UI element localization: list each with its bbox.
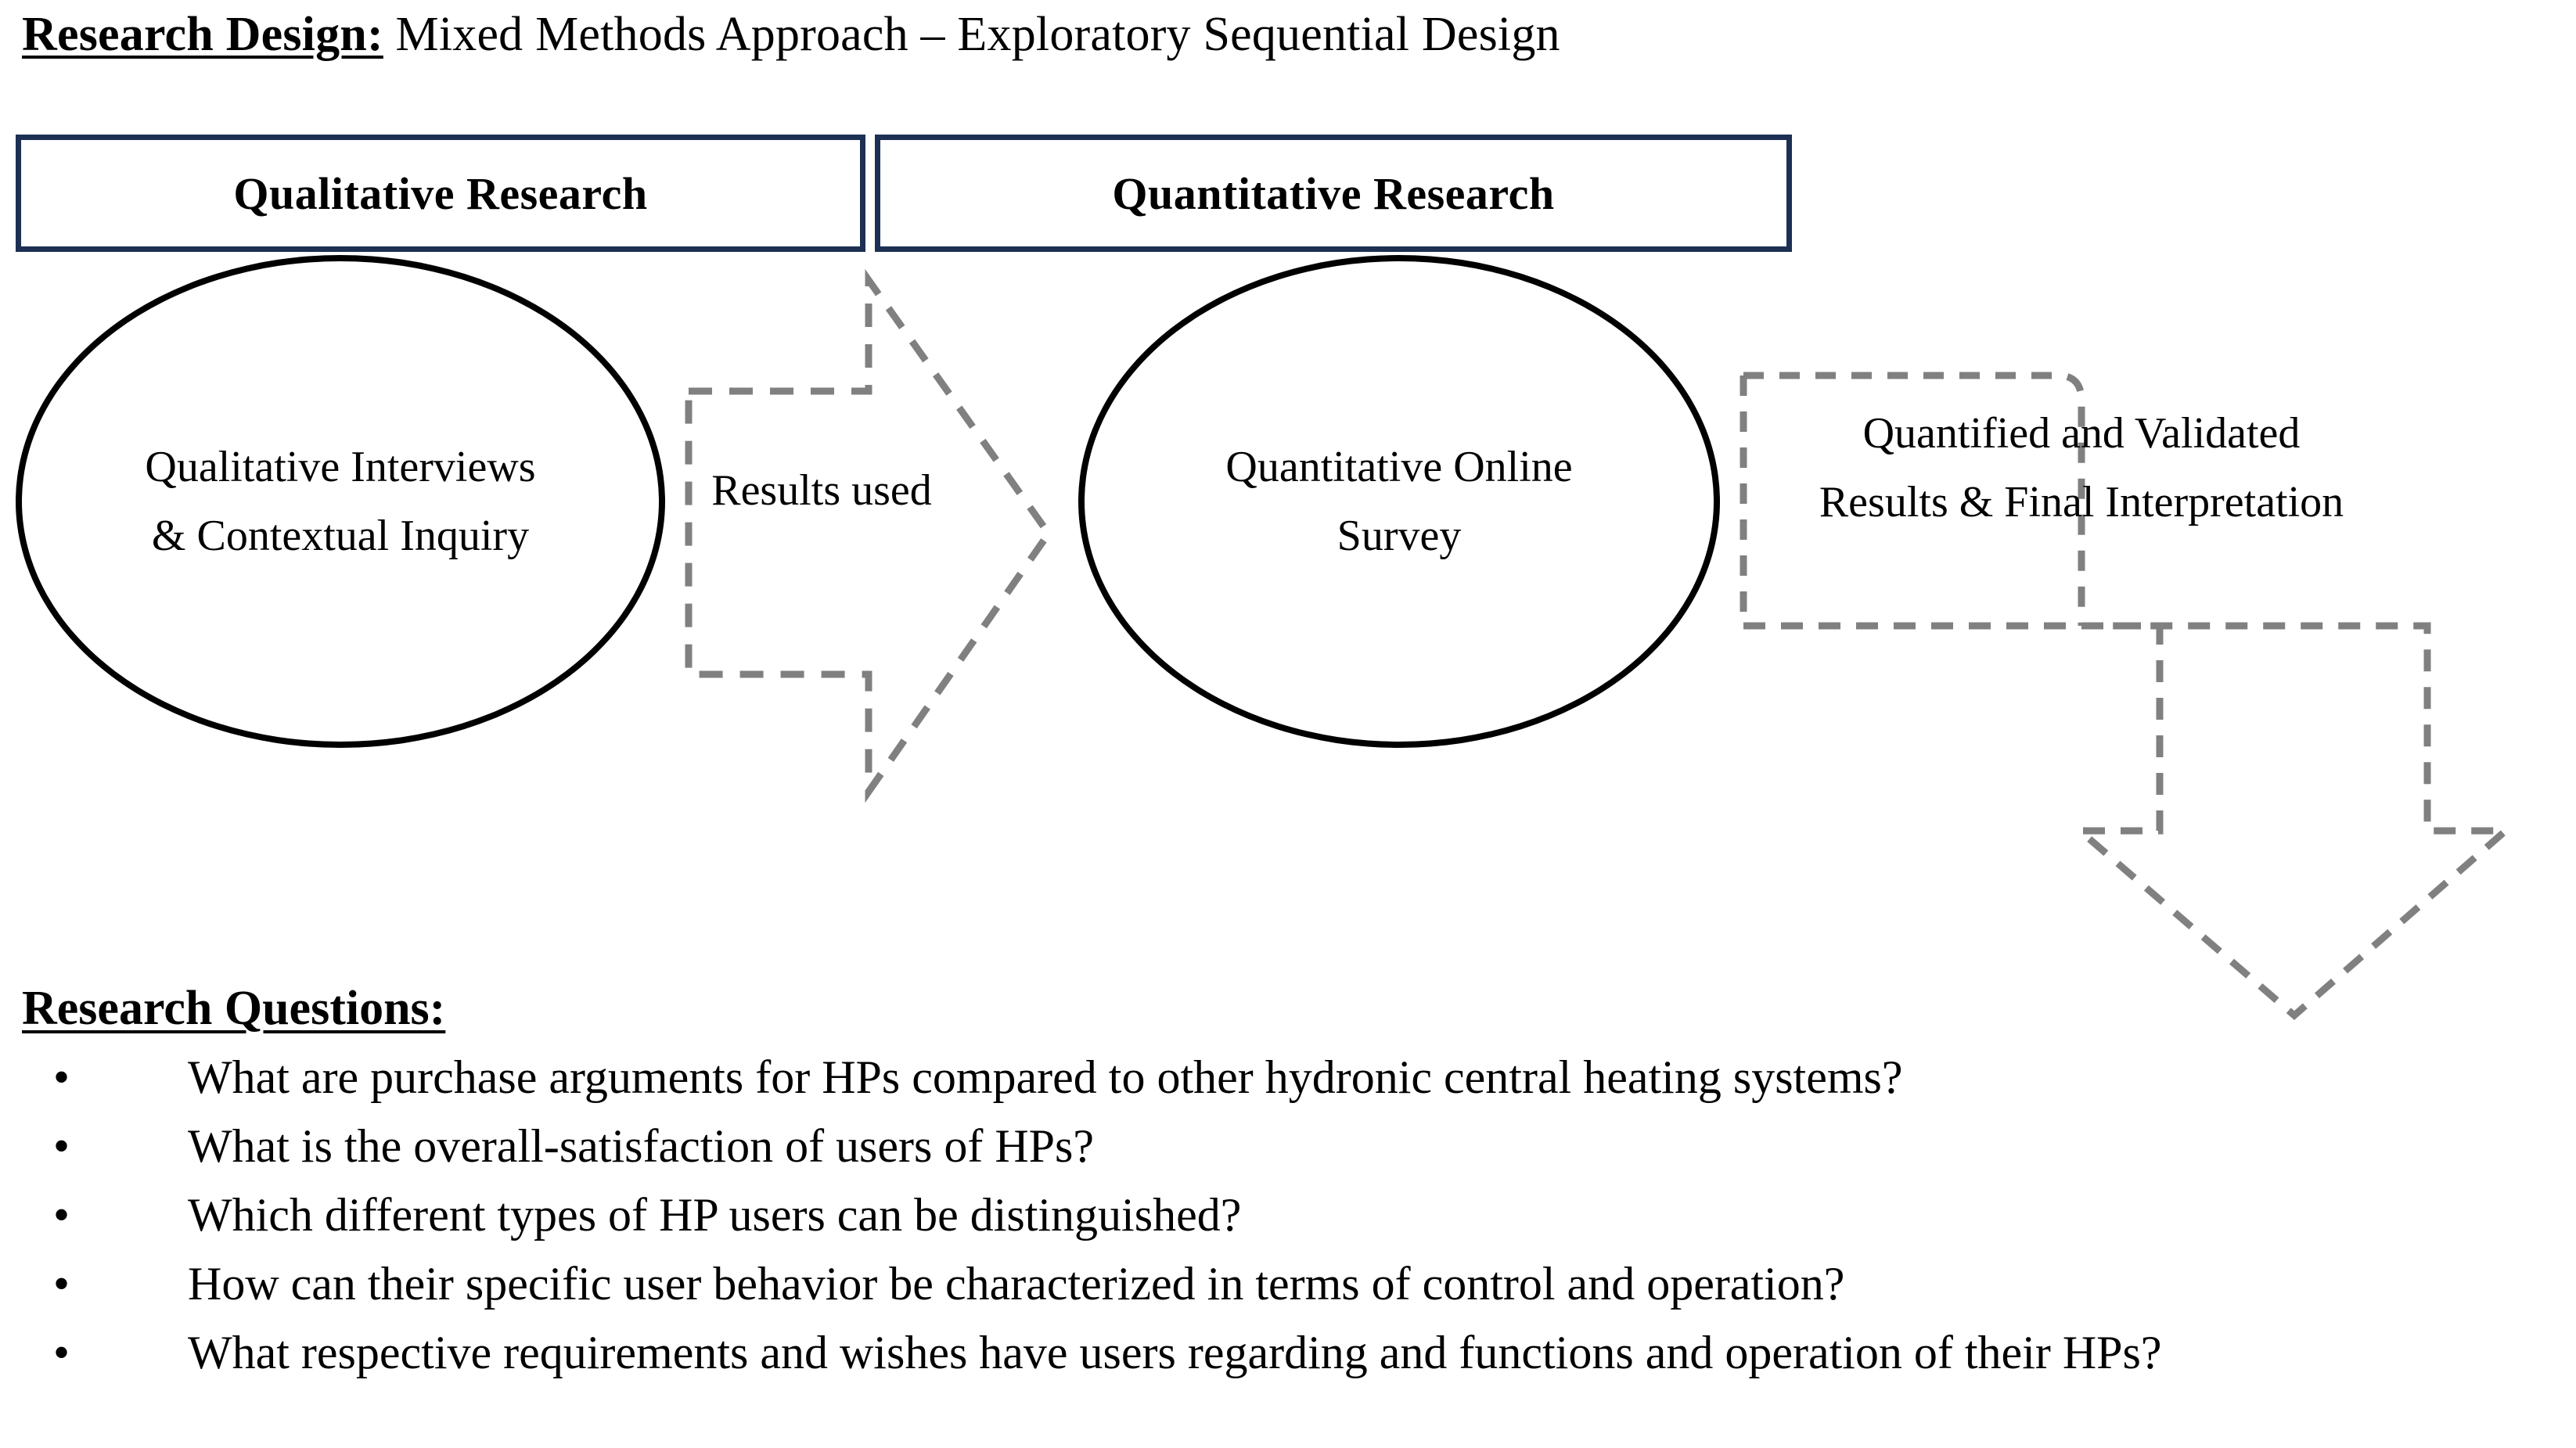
bullet-icon: •: [53, 1189, 70, 1241]
phase-box-qualitative: Qualitative Research: [16, 135, 865, 252]
bullet-icon: •: [53, 1120, 70, 1172]
phase-box-qualitative-label: Qualitative Research: [233, 167, 648, 219]
results-used-label: Results used: [711, 466, 932, 515]
research-question-item: • What is the overall-satisfaction of use…: [22, 1112, 2557, 1180]
research-question-item: • How can their specific user behavior be…: [22, 1250, 2557, 1317]
arrow-final-down-icon: [1743, 622, 2515, 1020]
page-title-label: Research Design:: [22, 8, 383, 61]
ellipse-quantitative-label: Quantitative Online Survey: [1225, 443, 1573, 560]
research-question-item: • Which different types of HP users can b…: [22, 1181, 2557, 1249]
research-question-text: Which different types of HP users can be…: [188, 1189, 1242, 1241]
phase-box-quantitative: Quantitative Research: [875, 135, 1792, 252]
bullet-icon: •: [53, 1051, 70, 1103]
ellipse-quantitative: Quantitative Online Survey: [1078, 255, 1720, 748]
arrow-results-used-icon: [685, 268, 1053, 803]
page-title: Research Design: Mixed Methods Approach …: [22, 5, 1560, 64]
research-question-text: What respective requirements and wishes …: [188, 1327, 2162, 1378]
research-questions-heading: Research Questions:: [22, 982, 446, 1035]
ellipse-qualitative-label: Qualitative Interviews & Contextual Inqu…: [145, 443, 536, 560]
ellipse-qualitative: Qualitative Interviews & Contextual Inqu…: [16, 255, 665, 748]
research-question-item: • What are purchase arguments for HPs com…: [22, 1044, 2557, 1111]
research-question-text: What are purchase arguments for HPs comp…: [188, 1051, 1903, 1103]
quantified-results-label: Quantified and Validated Results & Final…: [1819, 409, 2344, 526]
research-questions-list: • What are purchase arguments for HPs com…: [22, 1044, 2557, 1386]
page-title-text: Mixed Methods Approach – Exploratory Seq…: [383, 8, 1560, 61]
research-question-text: How can their specific user behavior be …: [188, 1258, 1845, 1310]
research-question-text: What is the overall-satisfaction of user…: [188, 1120, 1095, 1172]
research-question-item: • What respective requirements and wishes…: [22, 1319, 2557, 1386]
research-questions-block: Research Questions: • What are purchase a…: [22, 979, 2557, 1386]
bullet-icon: •: [53, 1258, 70, 1310]
bullet-icon: •: [53, 1327, 70, 1378]
phase-box-quantitative-label: Quantitative Research: [1112, 167, 1555, 219]
